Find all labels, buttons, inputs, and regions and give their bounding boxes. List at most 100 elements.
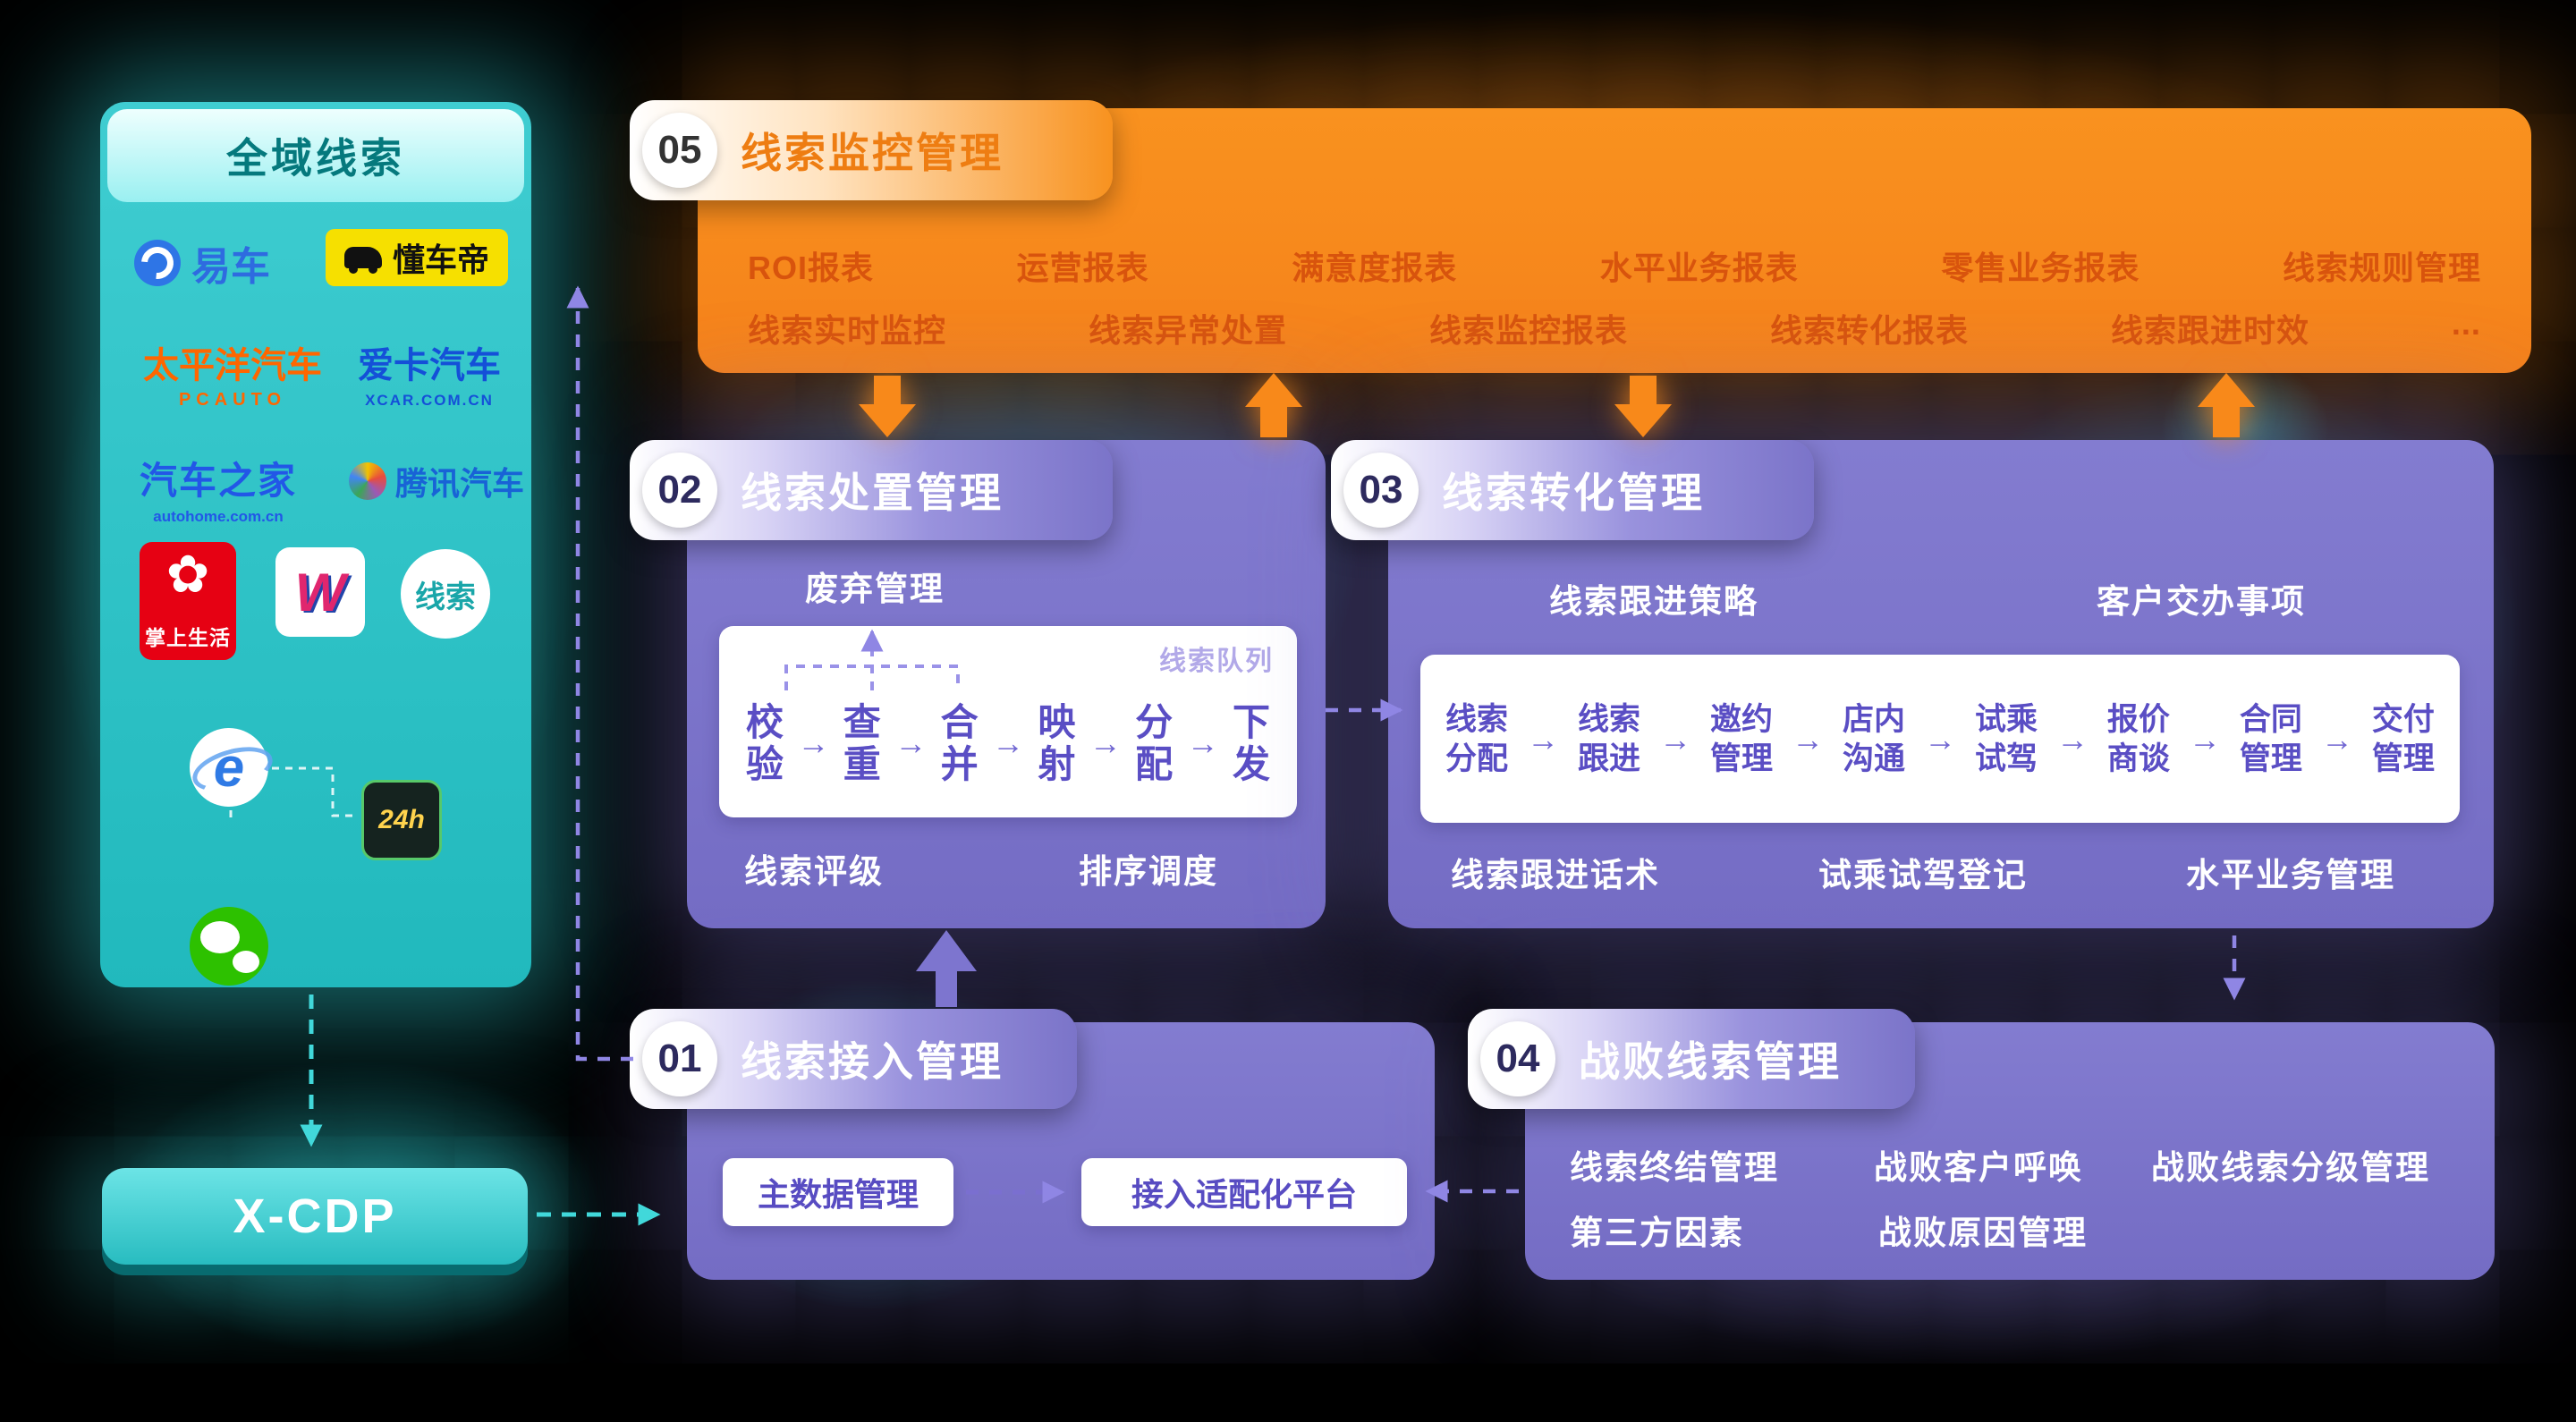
tencent-icon xyxy=(349,462,386,500)
panel-04-lost-leads: 线索终结管理 战败客户呼唤 战败线索分级管理 第三方因素 战败原因管理 xyxy=(1525,1022,2495,1280)
badge-01-number: 01 xyxy=(642,1021,717,1096)
lead-termination-label: 线索终结管理 xyxy=(1570,1149,1779,1186)
xcdp-button: X-CDP xyxy=(102,1168,528,1265)
panel-05-items: ROI报表 运营报表 满意度报表 水平业务报表 零售业务报表 线索规则管理 线索… xyxy=(748,242,2481,351)
item: 线索监控报表 xyxy=(1428,312,1628,349)
step-delivery: 交付 管理 xyxy=(2371,702,2435,776)
sort-schedule-label: 排序调度 xyxy=(1079,853,1218,890)
arrow-05-up-2 xyxy=(2198,373,2255,437)
arrow-right-icon: → xyxy=(797,724,830,761)
arrow-05-down-1 xyxy=(859,376,916,437)
badge-02: 02 线索处置管理 xyxy=(630,440,1113,540)
lead-queue-steps: 校 验 → 查 重 → 合 并 → 映 射 → 分 配 → 下 发 xyxy=(746,681,1270,805)
ie-browser-icon: e xyxy=(190,728,268,807)
pcauto-logo: 太平洋汽车 PCAUTO xyxy=(143,336,322,411)
conversion-steps-box: 线索 分配 → 线索 跟进 → 邀约 管理 → 店内 沟通 → 试乘 试驾 → … xyxy=(1420,655,2460,823)
step-lead-follow: 线索 跟进 xyxy=(1577,702,1640,776)
xcar-label: 爱卡汽车 xyxy=(358,346,501,385)
xcar-sublabel: XCAR.COM.CN xyxy=(365,392,494,409)
item: ... xyxy=(2451,305,2481,342)
car-icon xyxy=(343,247,382,274)
third-party-factor-label: 第三方因素 xyxy=(1570,1215,1744,1251)
horizontal-business-label: 水平业务管理 xyxy=(2186,857,2395,893)
step-dedupe: 查 重 xyxy=(843,700,881,785)
badge-04-title: 战败线索管理 xyxy=(1579,1038,1842,1085)
panel-03-bottom-labels: 线索跟进话术 试乘试驾登记 水平业务管理 xyxy=(1451,848,2395,896)
lead-queue-label: 线索队列 xyxy=(1159,647,1274,676)
item: 满意度报表 xyxy=(1292,250,1458,286)
arrow-right-icon: → xyxy=(1923,721,1956,758)
arrow-05-up-1 xyxy=(1245,373,1302,437)
lost-lead-grading-label: 战败线索分级管理 xyxy=(2151,1149,2430,1186)
step-lead-assign: 线索 分配 xyxy=(1445,702,1509,776)
item: 水平业务报表 xyxy=(1599,250,1799,286)
step-validate: 校 验 xyxy=(746,700,784,785)
tencent-auto-logo: 腾讯汽车 xyxy=(349,458,524,504)
xcar-logo: 爱卡汽车 XCAR.COM.CN xyxy=(358,336,501,410)
autohome-sublabel: autohome.com.cn xyxy=(153,508,284,525)
lead-rating-label: 线索评级 xyxy=(744,853,884,890)
pcauto-label: 太平洋汽车 xyxy=(143,346,322,385)
badge-04: 04 战败线索管理 xyxy=(1468,1009,1915,1109)
badge-04-number: 04 xyxy=(1480,1021,1555,1096)
badge-03-number: 03 xyxy=(1343,453,1419,528)
arrow-right-icon: → xyxy=(2188,721,2221,758)
badge-02-number: 02 xyxy=(642,453,717,528)
arrow-right-icon: → xyxy=(1527,721,1559,758)
badge-01-title: 线索接入管理 xyxy=(741,1038,1004,1085)
conversion-steps: 线索 分配 → 线索 跟进 → 邀约 管理 → 店内 沟通 → 试乘 试驾 → … xyxy=(1445,676,2435,803)
autohome-logo: 汽车之家 autohome.com.cn xyxy=(140,451,297,526)
step-merge: 合 并 xyxy=(940,700,979,785)
wire-01-to-05 xyxy=(566,285,633,1062)
step-invite: 邀约 管理 xyxy=(1709,702,1773,776)
yiche-label: 易车 xyxy=(191,245,270,289)
autohome-label: 汽车之家 xyxy=(140,460,298,502)
panel-05-row2: 线索实时监控 线索异常处置 线索监控报表 线索转化报表 线索跟进时效 ... xyxy=(748,305,2481,351)
source-panel-title: 全域线索 xyxy=(107,109,524,202)
item: 线索异常处置 xyxy=(1088,312,1287,349)
arrow-right-icon: → xyxy=(1186,724,1219,761)
step-quote: 报价 商谈 xyxy=(2106,702,2170,776)
zhangshang-shenghuo-logo: ✿ 掌上生活 xyxy=(140,542,236,660)
lost-reason-label: 战败原因管理 xyxy=(1878,1215,2088,1251)
panel-02-bottom-labels: 线索评级 排序调度 xyxy=(744,844,1218,893)
lost-customer-recall-label: 战败客户呼唤 xyxy=(1874,1149,2083,1186)
testdrive-register-label: 试乘试驾登记 xyxy=(1818,857,2028,893)
arrow-right-icon: → xyxy=(894,724,928,761)
zhangshang-label: 掌上生活 xyxy=(145,626,231,649)
arrow-right-icon: → xyxy=(992,724,1024,761)
lead-queue-box: 线索队列 校 验 → 查 重 → 合 并 → 映 射 → 分 配 → 下 发 xyxy=(719,626,1297,817)
step-dispatch: 下 发 xyxy=(1232,700,1270,785)
badge-05: 05 线索监控管理 xyxy=(630,100,1113,200)
w-logo: W xyxy=(275,547,365,637)
arrow-right-icon: → xyxy=(2320,721,2353,758)
item: 线索规则管理 xyxy=(2282,250,2481,286)
item: 运营报表 xyxy=(1016,250,1149,286)
panel-05-row1: ROI报表 运营报表 满意度报表 水平业务报表 零售业务报表 线索规则管理 xyxy=(748,242,2481,289)
item: 零售业务报表 xyxy=(1941,250,2140,286)
badge-03-title: 线索转化管理 xyxy=(1442,470,1705,516)
pcauto-sublabel: PCAUTO xyxy=(178,390,287,410)
dongchedi-label: 懂车帝 xyxy=(392,241,489,278)
master-data-box: 主数据管理 xyxy=(723,1158,953,1226)
followup-script-label: 线索跟进话术 xyxy=(1451,857,1660,893)
item: 线索跟进时效 xyxy=(2110,312,2309,349)
item: 线索转化报表 xyxy=(1769,312,1969,349)
panel-03-conversion: 线索跟进策略 客户交办事项 线索 分配 → 线索 跟进 → 邀约 管理 → 店内… xyxy=(1388,440,2494,928)
item: ROI报表 xyxy=(748,250,875,286)
badge-03: 03 线索转化管理 xyxy=(1331,440,1814,540)
badge-02-title: 线索处置管理 xyxy=(741,470,1004,516)
wechat-icon xyxy=(190,907,268,986)
yiche-logo: 易车 xyxy=(134,234,270,292)
step-assign: 分 配 xyxy=(1135,700,1174,785)
badge-01: 01 线索接入管理 xyxy=(630,1009,1077,1109)
flower-icon: ✿ xyxy=(165,546,210,604)
arrow-right-icon: → xyxy=(1658,721,1691,758)
customer-tasks-label: 客户交办事项 xyxy=(2097,583,2306,620)
item: 线索实时监控 xyxy=(748,312,947,349)
followup-strategy-label: 线索跟进策略 xyxy=(1549,583,1758,620)
xiansuo-badge: 线索 xyxy=(401,549,490,639)
arrow-right-icon: → xyxy=(2055,721,2089,758)
badge-05-number: 05 xyxy=(642,113,717,188)
